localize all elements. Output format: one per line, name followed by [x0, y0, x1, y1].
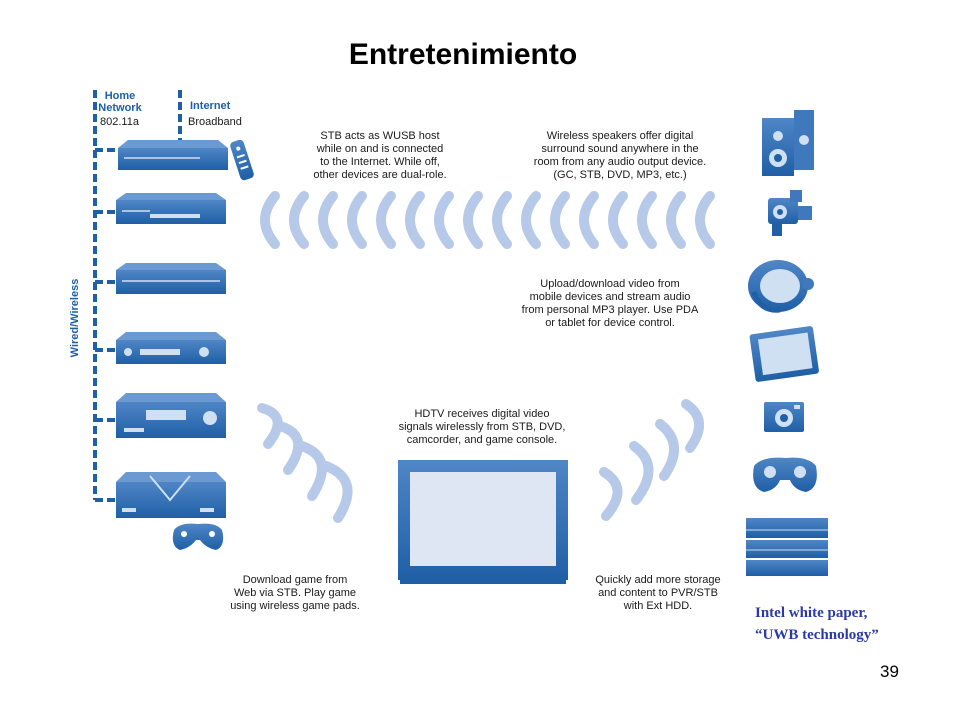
caption-line: while on and is connected [316, 143, 444, 155]
caption-line: signals wirelessly from STB, DVD, [398, 421, 566, 433]
caption-line: Quickly add more storage [595, 574, 721, 586]
caption-line: camcorder, and game console. [406, 434, 558, 446]
caption-line: (GC, STB, DVD, MP3, etc.) [553, 169, 687, 181]
caption-line: Download game from [242, 574, 348, 586]
speakers-caption: Wireless speakers offer digital surround… [510, 130, 730, 182]
caption-line: other devices are dual-role. [313, 169, 447, 181]
caption-line: using wireless game pads. [230, 600, 360, 612]
internet-label: Internet [190, 100, 231, 112]
wired-wireless-bus [93, 90, 182, 502]
caption-line: from personal MP3 player. Use PDA [521, 304, 699, 316]
av-receiver-icon [116, 393, 226, 438]
digital-camera-icon [764, 402, 804, 432]
hdtv-icon [398, 460, 568, 584]
caption-line: room from any audio output device. [533, 156, 707, 168]
speakers-icon [762, 110, 814, 176]
home-standard-label: 802.11a [100, 116, 139, 128]
credit-line: “UWB technology” [755, 627, 879, 643]
wireless-waves-top [260, 191, 715, 249]
caption-line: mobile devices and stream audio [529, 291, 691, 303]
caption-line: Upload/download video from [540, 278, 680, 290]
wireless-waves-bottom-right [599, 399, 704, 521]
camcorder-icon [768, 190, 812, 236]
caption-line: or tablet for device control. [545, 317, 675, 329]
wired-wireless-label: Wired/Wireless [69, 278, 81, 358]
caption-line: surround sound anywhere in the [541, 143, 699, 155]
gamepad-icon [753, 457, 817, 492]
dvd-player-icon [116, 193, 226, 224]
network-label: Network [98, 102, 142, 114]
stb-caption: STB acts as WUSB host while on and is co… [290, 130, 470, 182]
home-label: Home [104, 90, 136, 102]
pda-tablet-icon [749, 326, 819, 382]
caption-line: and content to PVR/STB [598, 587, 718, 599]
caption-line: to the Internet. While off, [320, 156, 440, 168]
caption-line: Wireless speakers offer digital [546, 130, 694, 142]
caption-line: HDTV receives digital video [414, 408, 550, 420]
remote-control-icon [230, 139, 254, 181]
set-top-box-icon [118, 140, 228, 170]
caption-line: with Ext HDD. [623, 600, 693, 612]
page-number: 39 [880, 662, 899, 681]
upload-caption: Upload/download video from mobile device… [505, 278, 715, 330]
mp3-player-icon [748, 260, 814, 313]
audio-receiver-icon [116, 332, 226, 364]
game-console-icon [116, 472, 226, 518]
credit-line: Intel white paper, [755, 605, 868, 621]
slide-title: Entretenimiento [348, 38, 578, 71]
external-hdd-icon [746, 518, 828, 576]
vcr-icon [116, 263, 226, 294]
storage-caption: Quickly add more storage and content to … [576, 574, 740, 613]
wireless-gamepad-icon [172, 523, 224, 550]
home-network-label: Home Network [92, 90, 148, 114]
wireless-waves-bottom-left [257, 403, 353, 523]
caption-line: Web via STB. Play game [233, 587, 357, 599]
source-credit: Intel white paper, “UWB technology” [755, 602, 879, 646]
caption-line: STB acts as WUSB host [320, 130, 440, 142]
game-caption: Download game from Web via STB. Play gam… [210, 574, 380, 613]
hdtv-caption: HDTV receives digital video signals wire… [380, 408, 584, 447]
internet-type-label: Broadband [188, 116, 242, 128]
